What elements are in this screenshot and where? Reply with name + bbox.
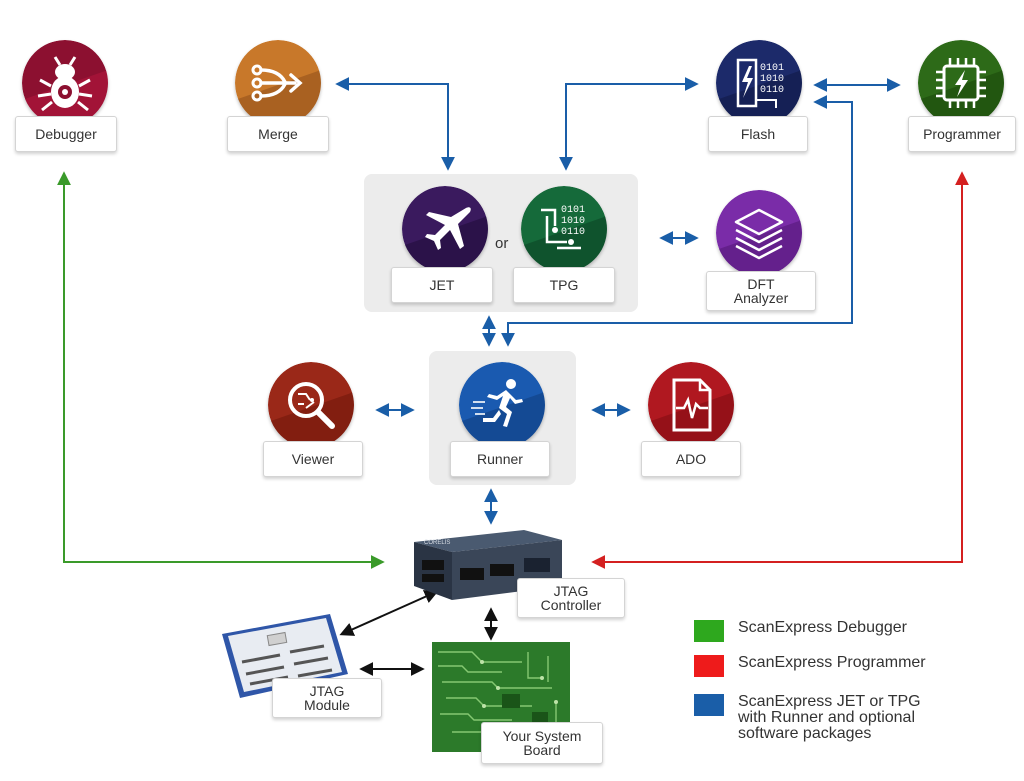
debugger-icon-circle[interactable] xyxy=(22,40,108,126)
magnifier-circuit-icon xyxy=(268,362,354,448)
svg-text:1010: 1010 xyxy=(561,216,585,227)
jet-icon-circle[interactable] xyxy=(402,186,488,272)
or-text: or xyxy=(495,235,509,252)
merge-arrows-icon xyxy=(235,40,321,126)
merge-icon-circle[interactable] xyxy=(235,40,321,126)
svg-text:0101: 0101 xyxy=(561,205,585,216)
svg-text:0101: 0101 xyxy=(760,63,784,74)
programmer-icon-circle[interactable] xyxy=(918,40,1004,126)
tpg-icon-circle[interactable]: 0101 1010 0110 xyxy=(521,186,607,272)
dft-label: DFT Analyzer xyxy=(706,271,816,311)
svg-text:1010: 1010 xyxy=(760,74,784,85)
viewer-label: Viewer xyxy=(263,441,363,477)
airplane-icon xyxy=(402,186,488,272)
jtag-controller-label: JTAG Controller xyxy=(517,578,625,618)
programmer-controller-link xyxy=(591,171,969,569)
merge-jet-link xyxy=(335,77,455,171)
legend-swatch-red xyxy=(694,655,724,677)
flash-icon-circle[interactable]: 0101 1010 0110 xyxy=(716,40,802,126)
legend-item-programmer: ScanExpress Programmer xyxy=(694,655,926,677)
device-brand-text: CORELIS xyxy=(424,540,450,546)
jet-label: JET xyxy=(391,267,493,303)
legend-swatch-green xyxy=(694,620,724,642)
dft-icon-circle[interactable] xyxy=(716,190,802,276)
runner-label: Runner xyxy=(450,441,550,477)
merge-label: Merge xyxy=(227,116,329,152)
chip-document-icon xyxy=(648,362,734,448)
binary-circuit-icon: 0101 1010 0110 xyxy=(521,186,607,272)
bug-target-icon xyxy=(22,40,108,126)
ado-label: ADO xyxy=(641,441,741,477)
legend-text: ScanExpress JET or TPG with Runner and o… xyxy=(738,693,921,742)
chip-lightning-icon xyxy=(918,40,1004,126)
controller-module-link xyxy=(339,590,439,636)
svg-text:0110: 0110 xyxy=(760,85,784,96)
ado-icon-circle[interactable] xyxy=(648,362,734,448)
legend-item-jet-tpg: ScanExpress JET or TPG with Runner and o… xyxy=(694,694,921,742)
svg-text:0110: 0110 xyxy=(561,227,585,238)
jtag-module-device[interactable] xyxy=(220,612,350,700)
programmer-label: Programmer xyxy=(908,116,1016,152)
legend-item-debugger: ScanExpress Debugger xyxy=(694,620,907,642)
viewer-icon-circle[interactable] xyxy=(268,362,354,448)
legend-text: ScanExpress Programmer xyxy=(738,654,926,671)
debugger-label: Debugger xyxy=(15,116,117,152)
legend-text: ScanExpress Debugger xyxy=(738,619,907,636)
layers-icon xyxy=(716,190,802,276)
runner-icon-circle[interactable] xyxy=(459,362,545,448)
tpg-label: TPG xyxy=(513,267,615,303)
runner-icon xyxy=(459,362,545,448)
flash-label: Flash xyxy=(708,116,808,152)
debugger-controller-link xyxy=(57,171,385,569)
system-board-label: Your System Board xyxy=(481,722,603,764)
flash-binary-icon: 0101 1010 0110 xyxy=(716,40,802,126)
tpg-flash-link xyxy=(559,77,699,171)
jtag-module-label: JTAG Module xyxy=(272,678,382,718)
legend-swatch-blue xyxy=(694,694,724,716)
